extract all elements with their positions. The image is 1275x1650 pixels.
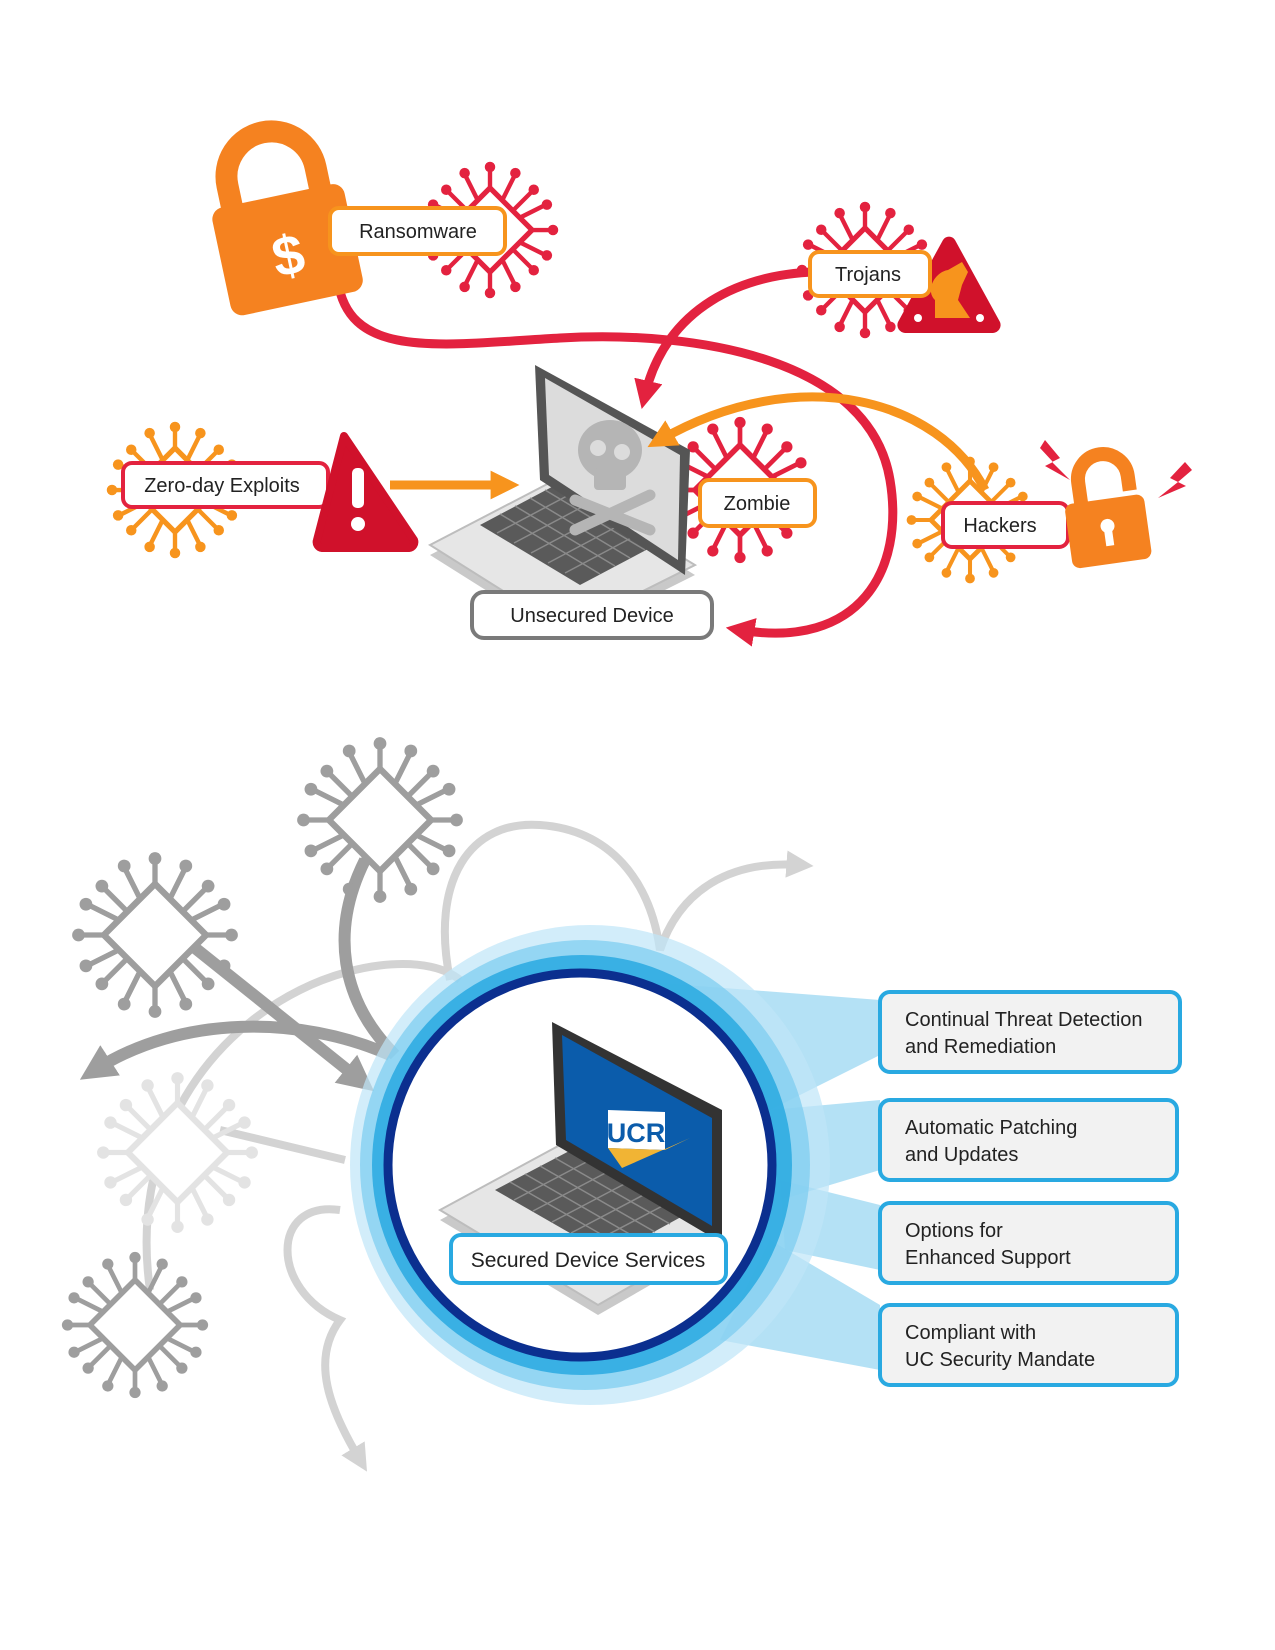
ucr-logo: UCR (607, 1110, 690, 1168)
deflected-threat-paths (142, 820, 814, 1472)
svg-text:Options for: Options for (905, 1220, 1003, 1242)
virus-chip-icon (97, 1072, 258, 1233)
lightning-icon (1040, 440, 1192, 498)
warning-icon (312, 432, 419, 552)
svg-text:UCR: UCR (607, 1118, 666, 1148)
svg-text:Compliant with: Compliant with (905, 1322, 1036, 1344)
zombie-label-box (698, 478, 817, 528)
open-lock-icon (1065, 447, 1152, 569)
ransomware-label-box (328, 206, 507, 256)
svg-text:UC Security Mandate: UC Security Mandate (905, 1349, 1095, 1371)
zombie-label: Zombie (724, 493, 791, 515)
trojan-horse-icon (897, 236, 1001, 333)
virus-chip-icon (297, 737, 463, 903)
zero-day-label: Zero-day Exploits (144, 475, 300, 497)
hackers-label: Hackers (963, 515, 1036, 537)
skull-crossbones-icon (569, 420, 656, 536)
virus-chip-icon (62, 1252, 208, 1398)
feature-box-1: Continual Threat Detection and Remediati… (878, 990, 1182, 1074)
svg-text:Enhanced Support: Enhanced Support (905, 1247, 1071, 1269)
feature-box-2: Automatic Patching and Updates (878, 1098, 1179, 1182)
ransomware-label: Ransomware (359, 221, 477, 243)
feature-box-4: Compliant with UC Security Mandate (878, 1303, 1179, 1387)
feature-box-3: Options for Enhanced Support (878, 1201, 1179, 1285)
svg-text:and Remediation: and Remediation (905, 1036, 1056, 1058)
secured-device-label-box (449, 1233, 728, 1285)
hackers-attack-path (647, 392, 990, 493)
svg-text:Automatic Patching: Automatic Patching (905, 1117, 1077, 1139)
unsecured-device-label: Unsecured Device (510, 605, 673, 627)
secured-device-label: Secured Device Services (471, 1249, 706, 1272)
lock-dollar-icon: $ (212, 120, 363, 316)
virus-chip-icon (72, 852, 238, 1018)
svg-text:and Updates: and Updates (905, 1144, 1018, 1166)
trojans-label-box (808, 250, 932, 298)
svg-text:Continual Threat Detection: Continual Threat Detection (905, 1009, 1143, 1031)
trojans-label: Trojans (835, 264, 901, 286)
unsecured-device-label-box (470, 590, 714, 640)
ransomware-attack-path (333, 281, 898, 647)
trojans-attack-path (634, 267, 831, 410)
